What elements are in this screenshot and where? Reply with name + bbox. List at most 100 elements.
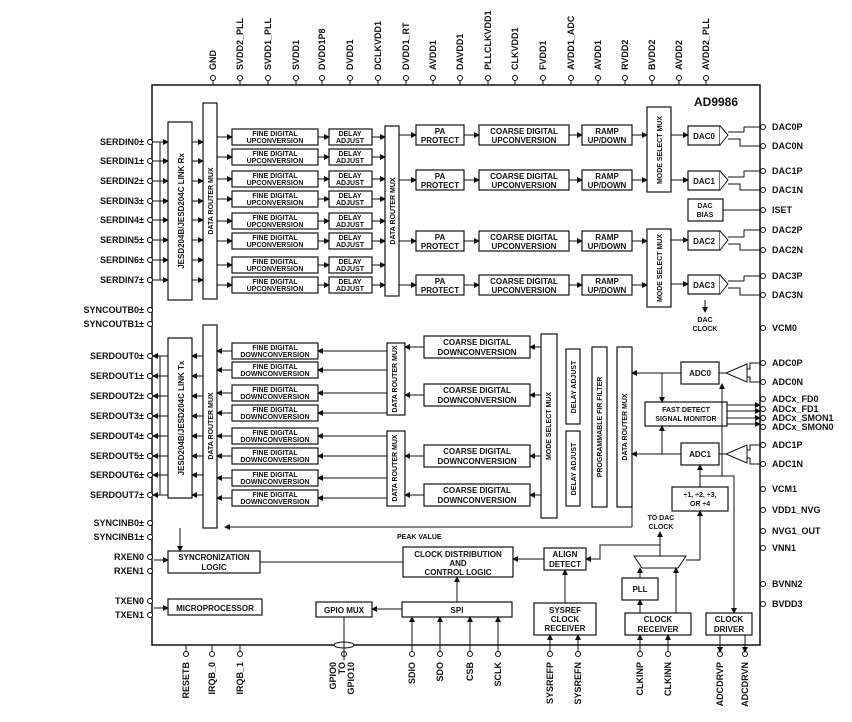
left-pin-serdin5: SERDIN5±	[100, 235, 144, 245]
right-pin-adcx-smon1: ADCx_SMON1	[772, 413, 834, 423]
top-pin-avdd2: AVDD2	[674, 40, 684, 70]
align-label-1: ALIGN	[553, 550, 578, 559]
pa-protect-3-l1: PA	[435, 277, 446, 286]
left-pin-serdin7: SERDIN7±	[100, 275, 144, 285]
bottom-pin-adcdrvp: ADCDRVP	[715, 662, 725, 706]
tx-data-router-mux-2-label: DATA ROUTER MUX	[390, 177, 397, 244]
top-pin-dot-8	[430, 75, 436, 81]
left-pin-serdin3: SERDIN3±	[100, 196, 144, 206]
dac1-p-wire	[728, 170, 760, 178]
pa-protect-2-l2: PROTECT	[421, 242, 459, 251]
right-pin-dot-6	[760, 247, 766, 253]
adc0-buffer-icon	[724, 363, 748, 383]
mode-select-mux-tx-1	[646, 106, 672, 193]
spi-label: SPI	[451, 606, 464, 615]
bottom-pin-dot-11	[665, 651, 671, 657]
bottom-pin-csb: CSB	[465, 662, 475, 682]
ramp-updown-1-l1: RAMP	[595, 172, 619, 181]
left-pin-serdout4: SERDOUT4±	[90, 431, 144, 441]
fine-upconversion-0-l1: FINE DIGITAL	[252, 131, 298, 138]
ramp-updown-0-l2: UP/DOWN	[588, 136, 627, 145]
dac-clock-label-1: DAC	[697, 317, 712, 324]
dac-bias-label-1: DAC	[697, 203, 712, 210]
top-pin-svdd1: SVDD1	[291, 40, 301, 70]
right-pin-dot-2	[760, 168, 766, 174]
clock-driver-label-2: DRIVER	[714, 625, 744, 634]
top-pin-dvdd1: DVDD1	[345, 39, 355, 70]
fine-upconversion-7-l1: FINE DIGITAL	[252, 279, 298, 286]
fine-upconversion-4-l2: UPCONVERSION	[247, 222, 304, 229]
left-pin-dot-4	[147, 217, 153, 223]
dac-clock-label-2: CLOCK	[693, 326, 718, 333]
fine-upconversion-0-l2: UPCONVERSION	[247, 138, 304, 145]
left-pin-dot-12	[147, 393, 153, 399]
left-pin-dot-2	[147, 178, 153, 184]
clock-dist-label-1: CLOCK DISTRIBUTION	[414, 550, 502, 559]
coarse-downconversion-3-l1: COARSE DIGITAL	[443, 486, 511, 495]
right-pin-vcm1: VCM1	[772, 484, 797, 494]
fine-downconversion-4-l2: DOWNCONVERSION	[240, 437, 309, 444]
clock-dist-label-2: AND	[449, 559, 467, 568]
adc0-label: ADC0	[689, 369, 711, 378]
tx-delay-adjust-3-l1: DELAY	[338, 193, 361, 200]
dac1-edge	[719, 170, 729, 191]
dac0-n-wire	[728, 138, 760, 147]
adc1-label: ADC1	[689, 450, 711, 459]
mode-select-mux-tx-2	[646, 228, 672, 308]
bottom-pin-resetb: RESETB	[181, 662, 191, 699]
fine-upconversion-2-l1: FINE DIGITAL	[252, 173, 298, 180]
dac2-n-wire	[728, 243, 760, 251]
top-pin-dot-0	[210, 75, 216, 81]
rx-coarse-blocks: COARSE DIGITAL DOWNCONVERSION COARSE DIGIT…	[404, 335, 541, 507]
left-pin-rxen0: RXEN0	[114, 552, 144, 562]
top-pin-dvdd1p8: DVDD1P8	[317, 28, 327, 70]
top-pin-dot-14	[595, 75, 601, 81]
left-pin-dot-23	[147, 612, 153, 618]
left-pin-dot-0	[147, 139, 153, 145]
top-pin-pllclkvdd1: PLLCLKVDD1	[483, 10, 493, 70]
top-pin-svdd1-pll: SVDD1_PLL	[263, 17, 273, 70]
top-pin-rvdd2: RVDD2	[620, 40, 630, 70]
pa-protect-2-l1: PA	[435, 233, 446, 242]
fine-downconversion-5-l1: FINE DIGITAL	[252, 450, 298, 457]
dac-bias-label-2: BIAS	[697, 212, 714, 219]
rx-data-router-mux-1	[202, 324, 218, 529]
tx-delay-adjust-5-l2: ADJUST	[336, 242, 365, 249]
fine-downconversion-0-l1: FINE DIGITAL	[252, 345, 298, 352]
fine-downconversion-6-l2: DOWNCONVERSION	[240, 479, 309, 486]
fine-downconversion-7-l1: FINE DIGITAL	[252, 492, 298, 499]
right-pin-adc1p: ADC1P	[772, 440, 803, 450]
right-pin-vcm0: VCM0	[772, 323, 797, 333]
bottom-pin-sysrefn: SYSREFN	[573, 662, 583, 705]
right-pin-dac3p: DAC3P	[772, 271, 803, 281]
tx-delay-adjust-0-l1: DELAY	[338, 131, 361, 138]
tx-delay-adjust-2-l2: ADJUST	[336, 180, 365, 187]
dac1-label: DAC1	[693, 177, 715, 186]
top-pin-dot-18	[703, 75, 709, 81]
coarse-downconversion-2-l1: COARSE DIGITAL	[443, 447, 511, 456]
left-pin-dot-14	[147, 433, 153, 439]
right-pin-dot-22	[760, 581, 766, 587]
adc1-buffer-icon	[724, 444, 748, 464]
fine-upconversion-5-l2: UPCONVERSION	[247, 242, 304, 249]
right-pin-adc0p: ADC0P	[772, 358, 803, 368]
coarse-downconversion-1-l2: DOWNCONVERSION	[437, 396, 516, 405]
right-pin-bvnn2: BVNN2	[772, 579, 803, 589]
top-pin-dot-5	[347, 75, 353, 81]
right-pin-vnn1: VNN1	[772, 543, 796, 553]
top-pin-dot-7	[403, 75, 409, 81]
left-pin-serdout2: SERDOUT2±	[90, 391, 144, 401]
fine-downconversion-6-l1: FINE DIGITAL	[252, 472, 298, 479]
ramp-updown-1-l2: UP/DOWN	[588, 181, 627, 190]
right-pin-dot-4	[760, 207, 766, 213]
clock-receiver-label-2: RECEIVER	[638, 625, 679, 634]
top-pin-dot-11	[512, 75, 518, 81]
ramp-updown-3-l2: UP/DOWN	[588, 286, 627, 295]
mode-select-mux-tx-2-label: MODE SELECT MUX	[657, 234, 664, 302]
right-pin-dac0p: DAC0P	[772, 122, 803, 132]
chip-outline	[151, 84, 761, 646]
adc1p-wire	[747, 444, 760, 451]
bottom-pin-dot-0	[183, 651, 189, 657]
right-pin-dac1n: DAC1N	[772, 185, 803, 195]
